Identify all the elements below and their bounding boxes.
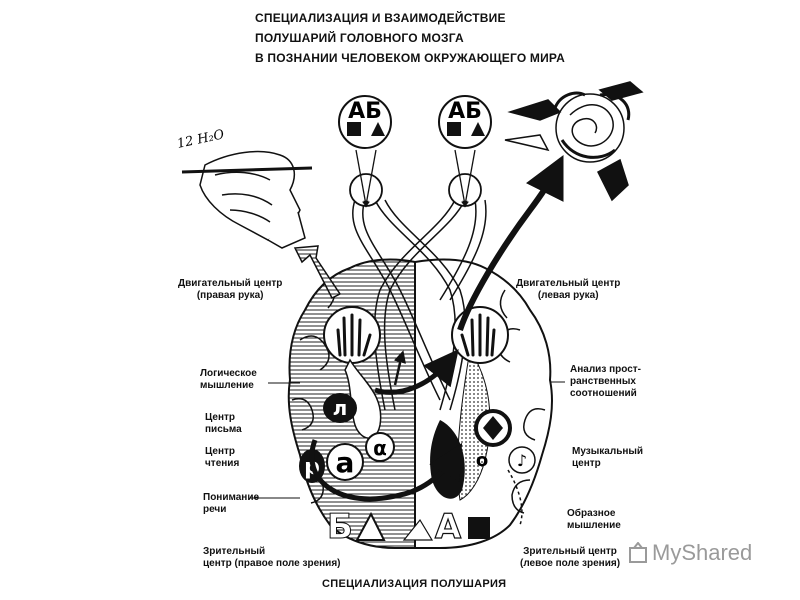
square-bottom (468, 517, 490, 539)
label-motor-right: Двигательный центр (правая рука) (178, 278, 283, 301)
top-right-letters: АБ (448, 99, 482, 124)
label-spatial: Анализ прост- ранственных соотношений (570, 364, 641, 399)
triangle-bottom (355, 511, 386, 541)
title-line-2: ПОЛУШАРИЙ ГОЛОВНОГО МОЗГА (255, 31, 464, 45)
label-music: Музыкальный центр (572, 446, 644, 469)
label-logic: Логическое мышление (200, 368, 257, 391)
label-speech: Понимание речи (203, 492, 260, 515)
watermark: MyShared (628, 540, 752, 566)
handwritten-formula: 12 H₂O (176, 127, 226, 152)
left-hand-motor-circle (451, 306, 509, 364)
label-motor-left: Двигательный центр (левая рука) (516, 278, 621, 301)
writing-hand-illustration (181, 150, 313, 249)
letter-b-bottom: Б (327, 507, 353, 547)
letter-a-bottom: А (435, 507, 462, 547)
optic-pathways (352, 199, 487, 411)
right-eye (448, 149, 482, 208)
right-hand-motor-circle (323, 306, 381, 364)
title-line-1: СПЕЦИАЛИЗАЦИЯ И ВЗАИМОДЕЙСТВИЕ (255, 11, 506, 25)
music-circle (508, 446, 536, 474)
spatial-analysis-circle (474, 409, 512, 447)
music-note-icon: ♪ (517, 451, 527, 470)
letter-o: о (476, 450, 488, 471)
top-left-letters: АБ (348, 99, 382, 124)
letter-a-circle (326, 443, 364, 481)
letter-l: л (333, 396, 348, 420)
rose-illustration (504, 81, 644, 202)
label-visual-right: Зрительный центр (правое поле зрения) (203, 546, 341, 569)
letter-alpha: α (373, 436, 387, 460)
letter-alpha-circle (365, 432, 395, 462)
label-imagery: Образное мышление (567, 508, 621, 531)
motor-output-arrow (293, 245, 342, 300)
left-eye-stimulus (338, 95, 392, 149)
right-hemisphere (414, 258, 553, 549)
label-reading-center: Центр чтения (205, 446, 240, 469)
letter-l-blob (323, 393, 357, 423)
watermark-text: MyShared (652, 540, 753, 565)
interaction-arrows (309, 154, 564, 502)
right-eye-stimulus (438, 95, 492, 149)
midline-chiasm (402, 518, 434, 541)
diagram-title: СПЕЦИАЛИЗАЦИЯ И ВЗАИМОДЕЙСТВИЕ ПОЛУШАРИЙ… (255, 8, 565, 68)
left-eye (349, 149, 383, 208)
label-leaders (250, 381, 565, 499)
label-writing-center: Центр письма (205, 412, 242, 435)
watermark-logo-icon (629, 542, 647, 563)
title-line-3: В ПОЗНАНИИ ЧЕЛОВЕКОМ ОКРУЖАЮЩЕГО МИРА (255, 51, 565, 65)
letter-a: а (336, 446, 355, 479)
footer-caption: СПЕЦИАЛИЗАЦИЯ ПОЛУШАРИЯ (322, 578, 507, 590)
label-visual-left: Зрительный центр (левое поле зрения) (520, 546, 621, 569)
